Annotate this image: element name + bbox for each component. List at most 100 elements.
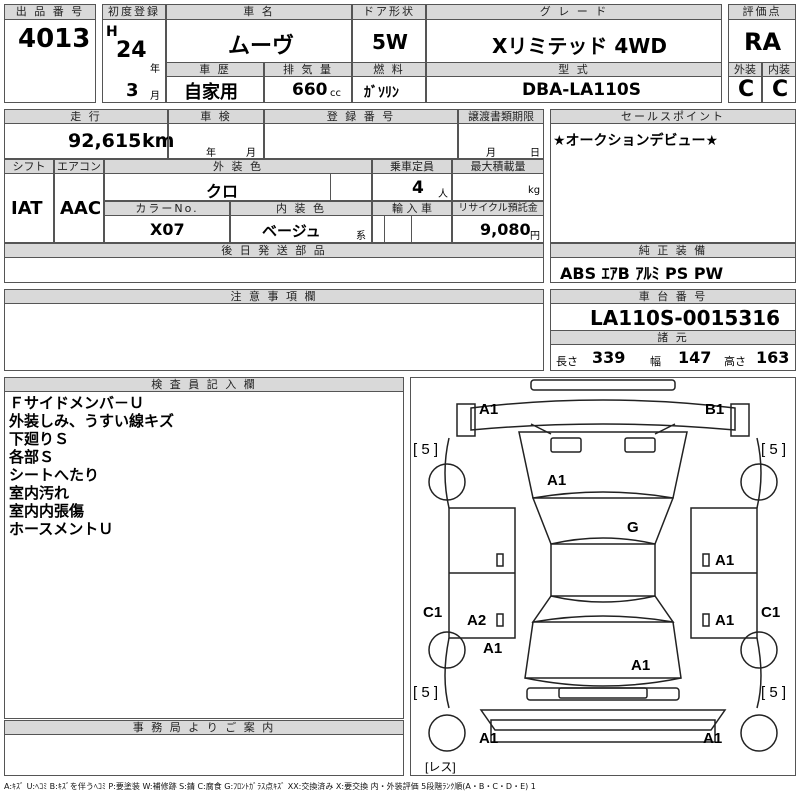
int-color-unit: 系	[356, 231, 366, 242]
max-load-header: 最大積載量	[452, 159, 544, 174]
fuel-header: 燃 料	[352, 62, 426, 77]
mileage-cell	[4, 123, 168, 159]
inspector-header: 検 査 員 記 入 欄	[4, 377, 404, 392]
inspector-line: 室内汚れ	[9, 484, 70, 502]
height-label: 高さ	[724, 355, 746, 368]
shift: IAT	[11, 198, 43, 219]
damage-mark: A1	[479, 730, 499, 747]
tire-mark-front-right: [ 5 ]	[761, 441, 787, 458]
history-cell	[166, 76, 264, 103]
sales-point-text: ★オークションデビュー★	[553, 133, 719, 149]
inspection-header: 車 検	[168, 109, 264, 124]
inspector-line: シートへたり	[9, 466, 100, 484]
transfer-day-unit: 日	[530, 148, 540, 159]
spare-tire-mark: [レス]	[425, 760, 456, 774]
displacement-cell	[264, 76, 352, 103]
displacement-unit: cc	[330, 88, 341, 99]
grade: Xリミテッド 4WD	[492, 34, 667, 58]
color-no: X07	[150, 220, 185, 239]
ext-score: C	[738, 77, 755, 102]
equipment-header: 純 正 装 備	[550, 243, 796, 258]
color-no-cell	[104, 215, 230, 243]
capacity: 4	[412, 178, 424, 198]
inspector-line: 下廻りＳ	[9, 430, 70, 448]
chassis-header: 車 台 番 号	[550, 289, 796, 304]
width: 147	[678, 348, 712, 367]
first-reg-cell	[102, 19, 166, 103]
spec-cell	[550, 344, 796, 371]
model-header: 型 式	[426, 62, 722, 77]
inspection-cell	[168, 123, 264, 159]
int-cell	[762, 76, 796, 103]
damage-mark: C1	[423, 604, 443, 621]
inspector-line: 外装しみ、うすい線キズ	[9, 412, 175, 430]
month-unit: 月	[150, 91, 160, 102]
score-header: 評価点	[728, 4, 796, 20]
capacity-unit: 人	[438, 189, 448, 200]
color-no-header: カラーNo.	[104, 201, 230, 216]
color-header: 外 装 色	[104, 159, 372, 174]
inspector-line: Ｆサイドメンバ－Ｕ	[9, 394, 145, 412]
tire-mark-rear-right: [ 5 ]	[761, 684, 787, 701]
model-code: DBA-LA110S	[522, 80, 641, 100]
door-header: ドア形状	[352, 4, 426, 20]
first-reg-year: 24	[116, 38, 147, 63]
recycle-cell	[452, 215, 544, 243]
first-reg-month: 3	[126, 80, 139, 101]
transfer-cell	[458, 123, 544, 159]
int-color: ベージュ	[262, 222, 321, 240]
office-header: 事 務 局 よ り ご 案 内	[4, 720, 404, 735]
damage-mark: A2	[467, 612, 487, 629]
mileage-unit: km	[142, 130, 175, 152]
year-unit: 年	[150, 64, 160, 75]
damage-mark: A1	[715, 552, 735, 569]
lot-cell	[4, 19, 96, 103]
recycle-fee: 9,080	[480, 220, 531, 239]
body-color: クロ	[206, 182, 239, 201]
legend: A:ｷｽﾞ U:ﾍｺﾐ B:ｷｽﾞを伴うﾍｺﾐ P:要塗装 W:補修跡 S:錆 …	[4, 782, 536, 791]
caution-cell	[4, 303, 544, 371]
recycle-unit: 円	[530, 231, 540, 242]
caution-header: 注 意 事 項 欄	[4, 289, 544, 304]
inspection-month-unit: 月	[246, 148, 256, 159]
mileage-header: 走 行	[4, 109, 168, 124]
ext-header: 外装	[728, 62, 762, 77]
door-type: 5W	[372, 30, 408, 54]
int-color-cell	[230, 215, 372, 243]
later-parts-cell	[4, 257, 544, 283]
damage-mark: A1	[479, 401, 499, 418]
ac: AAC	[60, 198, 102, 219]
recycle-header: リサイクル預託金	[452, 201, 544, 216]
tire-mark-rear-left: [ 5 ]	[413, 684, 439, 701]
equipment: ABS ｴｱB ｱﾙﾐ PS PW	[560, 264, 724, 283]
ac-header: エアコン	[54, 159, 104, 174]
damage-mark: A1	[715, 612, 735, 629]
office-cell	[4, 734, 404, 776]
damage-mark: G	[627, 519, 639, 536]
shift-header: シフト	[4, 159, 54, 174]
damage-mark: A1	[483, 640, 503, 657]
damage-mark: C1	[761, 604, 781, 621]
length-label: 長さ	[556, 355, 578, 368]
damage-mark: A1	[547, 472, 567, 489]
reg-no-header: 登 録 番 号	[264, 109, 458, 124]
height: 163	[756, 348, 790, 367]
displacement-header: 排 気 量	[264, 62, 352, 77]
int-score: C	[772, 77, 789, 102]
chassis-number: LA110S-0015316	[590, 306, 781, 330]
history-header: 車 歴	[166, 62, 264, 77]
first-reg-header: 初度登録	[102, 4, 166, 20]
inspector-line: ホースメントＵ	[9, 520, 114, 538]
damage-mark: A1	[703, 730, 723, 747]
length: 339	[592, 348, 626, 367]
name-header: 車 名	[166, 4, 352, 20]
later-parts-header: 後 日 発 送 部 品	[4, 243, 544, 258]
car-name: ムーヴ	[228, 34, 295, 59]
era: H	[106, 24, 118, 40]
inspector-cell: Ｆサイドメンバ－Ｕ 外装しみ、うすい線キズ 下廻りＳ 各部Ｓ シートへたり 室内…	[4, 391, 404, 719]
max-load-cell	[452, 173, 544, 201]
max-load-unit: kg	[528, 185, 541, 196]
reg-no-cell	[264, 123, 458, 159]
ac-cell	[54, 173, 104, 243]
import-cell-divider	[384, 215, 412, 243]
